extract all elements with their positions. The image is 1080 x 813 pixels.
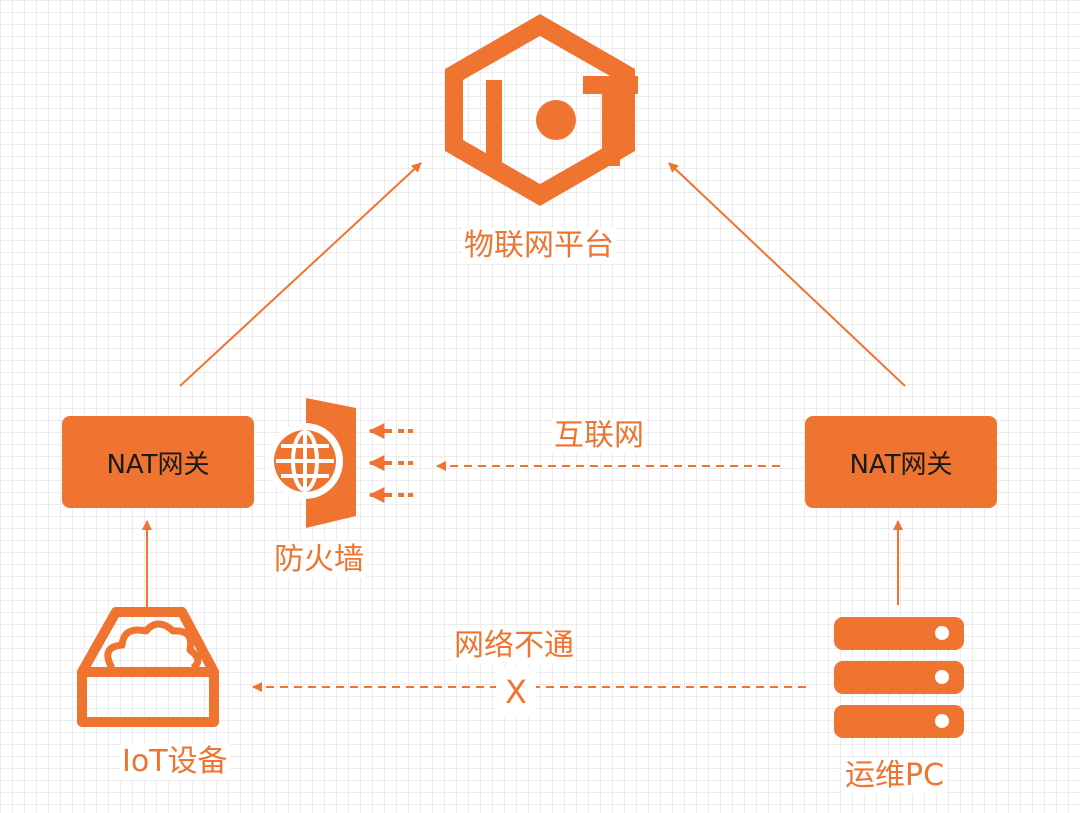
- server-stack-icon: [834, 617, 964, 738]
- pc-label: 运维PC: [843, 758, 947, 794]
- firewall-globe-icon: [267, 398, 413, 528]
- arrow-right-gateway-to-platform: [668, 162, 906, 387]
- firewall-label: 防火墙: [272, 542, 366, 578]
- platform-label: 物联网平台: [462, 228, 616, 264]
- nat-gateway-left: NAT网关: [62, 416, 254, 508]
- iot-logo-icon: [445, 14, 638, 206]
- cloud-box-icon: [77, 607, 219, 727]
- nat-gateway-right: NAT网关: [805, 416, 997, 508]
- nat-gateway-left-label: NAT网关: [106, 449, 210, 480]
- blocked-label: 网络不通: [452, 628, 576, 664]
- arrow-left-gateway-to-platform: [179, 162, 422, 387]
- blocked-x-mark: X: [496, 666, 536, 718]
- device-label: IoT设备: [120, 744, 230, 780]
- nat-gateway-right-label: NAT网关: [849, 449, 953, 480]
- internet-label: 互联网: [552, 418, 646, 454]
